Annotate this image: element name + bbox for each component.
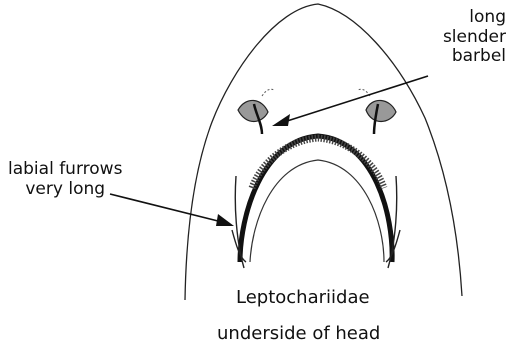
furrows-label-line-1: labial furrows — [8, 160, 122, 180]
furrows-label-line-2: very long — [8, 180, 122, 200]
furrow-arrow — [110, 194, 234, 226]
barbel-label-line-3: barbel — [443, 47, 506, 67]
lower-jaw — [250, 160, 384, 262]
barbel-label: long slender barbel — [443, 8, 506, 67]
barbel-arrow — [272, 76, 428, 126]
family-name-label: Leptochariidae — [236, 288, 370, 309]
labial-furrows-label: labial furrows very long — [8, 160, 122, 199]
head-outline — [185, 4, 462, 300]
barbel-label-line-2: slender — [443, 28, 506, 48]
barbel-label-line-1: long — [443, 8, 506, 28]
left-nostril — [238, 89, 274, 134]
view-caption-label: underside of head — [217, 324, 380, 345]
